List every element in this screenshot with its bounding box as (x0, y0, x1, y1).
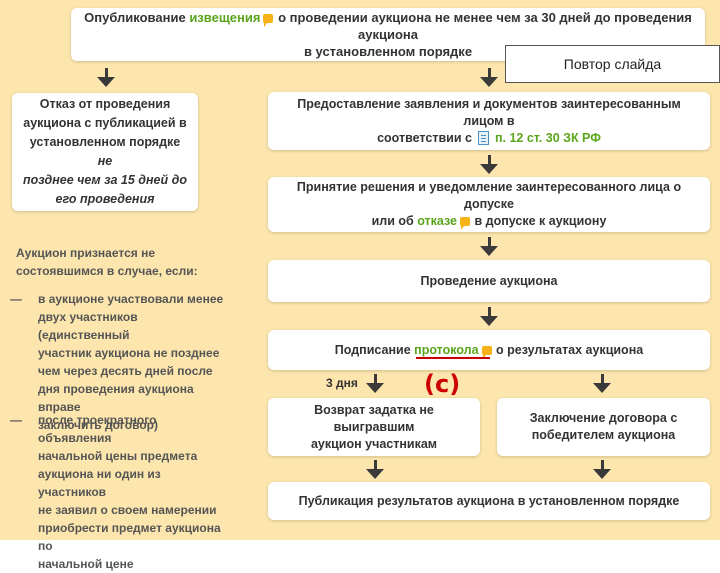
condition2-line2: начальной цены предмета (38, 449, 198, 463)
top-box-line2: в установленном порядке (303, 44, 473, 59)
condition1-line2: двух участников (единственный (38, 310, 138, 342)
step1-line1: Предоставление заявления и документов за… (297, 96, 681, 128)
refusal-line3b: не (97, 154, 113, 168)
condition1-line3: участник аукциона не позднее (38, 346, 220, 360)
failed-auction-heading: Аукцион признается не состоявшимся в слу… (16, 244, 236, 280)
failed-heading-line2: состоявшимся в случае, если: (16, 264, 198, 278)
condition2-line4: не заявил о своем намерении (38, 503, 217, 517)
arrow-down-icon (480, 68, 498, 88)
refusal-line4: позднее чем за 15 дней до (23, 173, 187, 187)
top-box-text-b: о проведении аукциона не менее чем за 30… (278, 10, 692, 42)
dash-bullet-2: — (10, 413, 22, 427)
condition2-line5: приобрести предмет аукциона по (38, 521, 221, 553)
step3-text: Проведение аукциона (420, 273, 558, 288)
condition2-line6: начальной цене (38, 557, 134, 571)
arrow-down-icon (593, 460, 611, 480)
auction-refusal-box: Отказ от проведения аукциона с публикаци… (12, 93, 198, 211)
red-underline (416, 357, 490, 359)
refusal-line2: аукциона с публикацией в (23, 116, 187, 130)
step2-line2a: или об (371, 214, 414, 228)
refusal-line1: Отказ от проведения (39, 97, 171, 111)
arrow-down-icon (480, 237, 498, 257)
comment-icon[interactable] (481, 345, 492, 359)
condition1-line4: чем через десять дней после (38, 364, 213, 378)
land-code-link[interactable]: п. 12 ст. 30 ЗК РФ (494, 130, 601, 145)
branch-left-line1: Возврат задатка не выигравшим (314, 402, 434, 434)
condition1-line6: заключить договор) (38, 418, 158, 432)
branch-left-line2: аукцион участникам (310, 436, 438, 451)
failed-condition-1: — в аукционе участвовали менее двух учас… (10, 290, 232, 434)
arrow-down-icon (593, 374, 611, 394)
protocol-link[interactable]: протокола (414, 342, 479, 357)
condition2-line3: аукциона ни один из участников (38, 467, 161, 499)
admission-decision-box: Принятие решения и уведомление заинтерес… (268, 177, 710, 232)
final-text: Публикация результатов аукциона в устано… (298, 493, 680, 508)
condition1-line5: дня проведения аукциона вправе (38, 382, 194, 414)
step1-line2a: соответствии с (377, 130, 472, 145)
arrow-down-icon (480, 155, 498, 175)
arrow-down-icon (366, 460, 384, 480)
auction-holding-box: Проведение аукциона (268, 260, 710, 302)
document-icon[interactable] (477, 130, 489, 145)
days-label: 3 дня (326, 376, 358, 390)
step2-line2b: в допуске к аукциону (474, 214, 607, 228)
refusal-line3a: установленном порядке (29, 135, 181, 149)
refusal-link[interactable]: отказе (417, 214, 457, 228)
deposit-return-box: Возврат задатка не выигравшим аукцион уч… (268, 398, 480, 456)
notice-link[interactable]: извещения (189, 10, 261, 25)
results-publication-box: Публикация результатов аукциона в устано… (268, 482, 710, 520)
application-submission-box: Предоставление заявления и документов за… (268, 92, 710, 150)
arrow-down-icon (480, 307, 498, 327)
branch-right-line1: Заключение договора с (529, 411, 678, 425)
dash-bullet-1: — (10, 292, 22, 306)
copyright-marker: (c) (424, 370, 461, 398)
repeat-slide-label: Повтор слайда (563, 56, 662, 72)
failed-heading-line1: Аукцион признается не (16, 246, 156, 260)
step2-line1: Принятие решения и уведомление заинтерес… (296, 180, 682, 211)
arrow-down-icon (97, 68, 115, 88)
top-box-text-a: Опубликование (84, 10, 186, 25)
right-panel (246, 77, 720, 540)
step4-text-a: Подписание (334, 342, 411, 357)
branch-right-line2: победителем аукциона (531, 428, 676, 442)
contract-conclusion-box: Заключение договора с победителем аукцио… (497, 398, 710, 456)
condition1-line1: в аукционе участвовали менее (38, 292, 224, 306)
failed-condition-2: — после троекратного объявления начально… (10, 411, 232, 573)
protocol-signing-box: Подписание протокола о результатах аукци… (268, 330, 710, 370)
repeat-slide-button[interactable]: Повтор слайда (505, 45, 720, 83)
comment-icon[interactable] (460, 217, 470, 230)
step4-text-b: о результатах аукциона (496, 342, 644, 357)
refusal-line5: его проведения (55, 192, 155, 206)
arrow-down-icon (366, 374, 384, 394)
condition2-line1: после троекратного объявления (38, 413, 157, 445)
comment-icon[interactable] (263, 14, 274, 27)
